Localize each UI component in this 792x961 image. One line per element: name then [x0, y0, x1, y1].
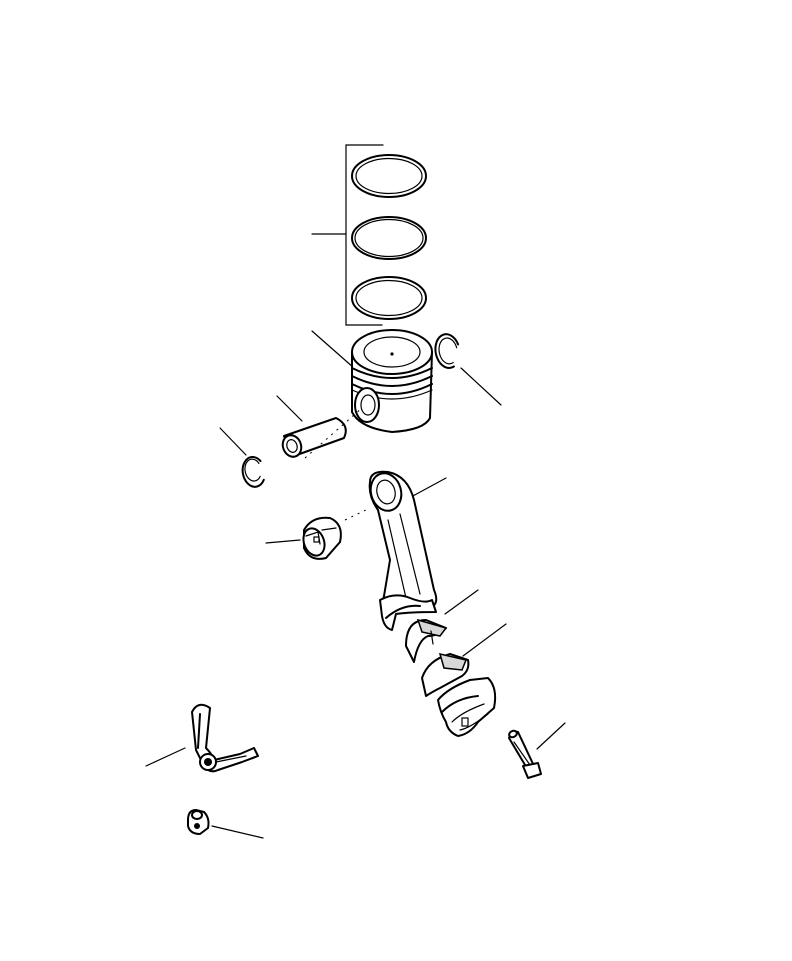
bearing-shell-upper[interactable] [405, 589, 479, 663]
snap-ring-left[interactable] [219, 427, 265, 489]
piston-leader-line [311, 330, 355, 369]
rod-bolt[interactable] [508, 722, 566, 779]
piston[interactable] [311, 329, 433, 433]
nozzle-bolt[interactable] [187, 809, 264, 839]
bushing-leader-line [265, 539, 301, 544]
bearing-upper-leader-line [444, 589, 479, 615]
piston-pin-leader-line [276, 395, 303, 422]
piston-pin[interactable] [276, 395, 363, 459]
piston-ring-set[interactable] [311, 144, 427, 326]
oil-jet-leader-line [145, 747, 186, 767]
piston-ring-top [351, 154, 427, 198]
rod-bolt-leader-line [536, 722, 566, 750]
nozzle-bolt-leader-line [211, 825, 264, 839]
bearing-shell-lower[interactable] [421, 623, 507, 697]
small-end-bushing[interactable] [265, 516, 342, 560]
snap-ring-right[interactable] [433, 332, 502, 406]
rod-cap[interactable] [437, 677, 497, 737]
connecting-rod-leader-line [410, 477, 447, 498]
ring-set-bracket [345, 144, 384, 326]
snap-ring-left-leader-line [219, 427, 247, 456]
snap-ring-right-leader-line [460, 367, 502, 406]
oil-jet-nozzle[interactable] [145, 703, 259, 773]
piston-ring-oil [351, 276, 427, 320]
connecting-rod[interactable] [344, 470, 447, 631]
piston-ring-middle [351, 216, 427, 260]
piston-pin-bore [354, 387, 380, 423]
bearing-lower-leader-line [462, 623, 507, 657]
